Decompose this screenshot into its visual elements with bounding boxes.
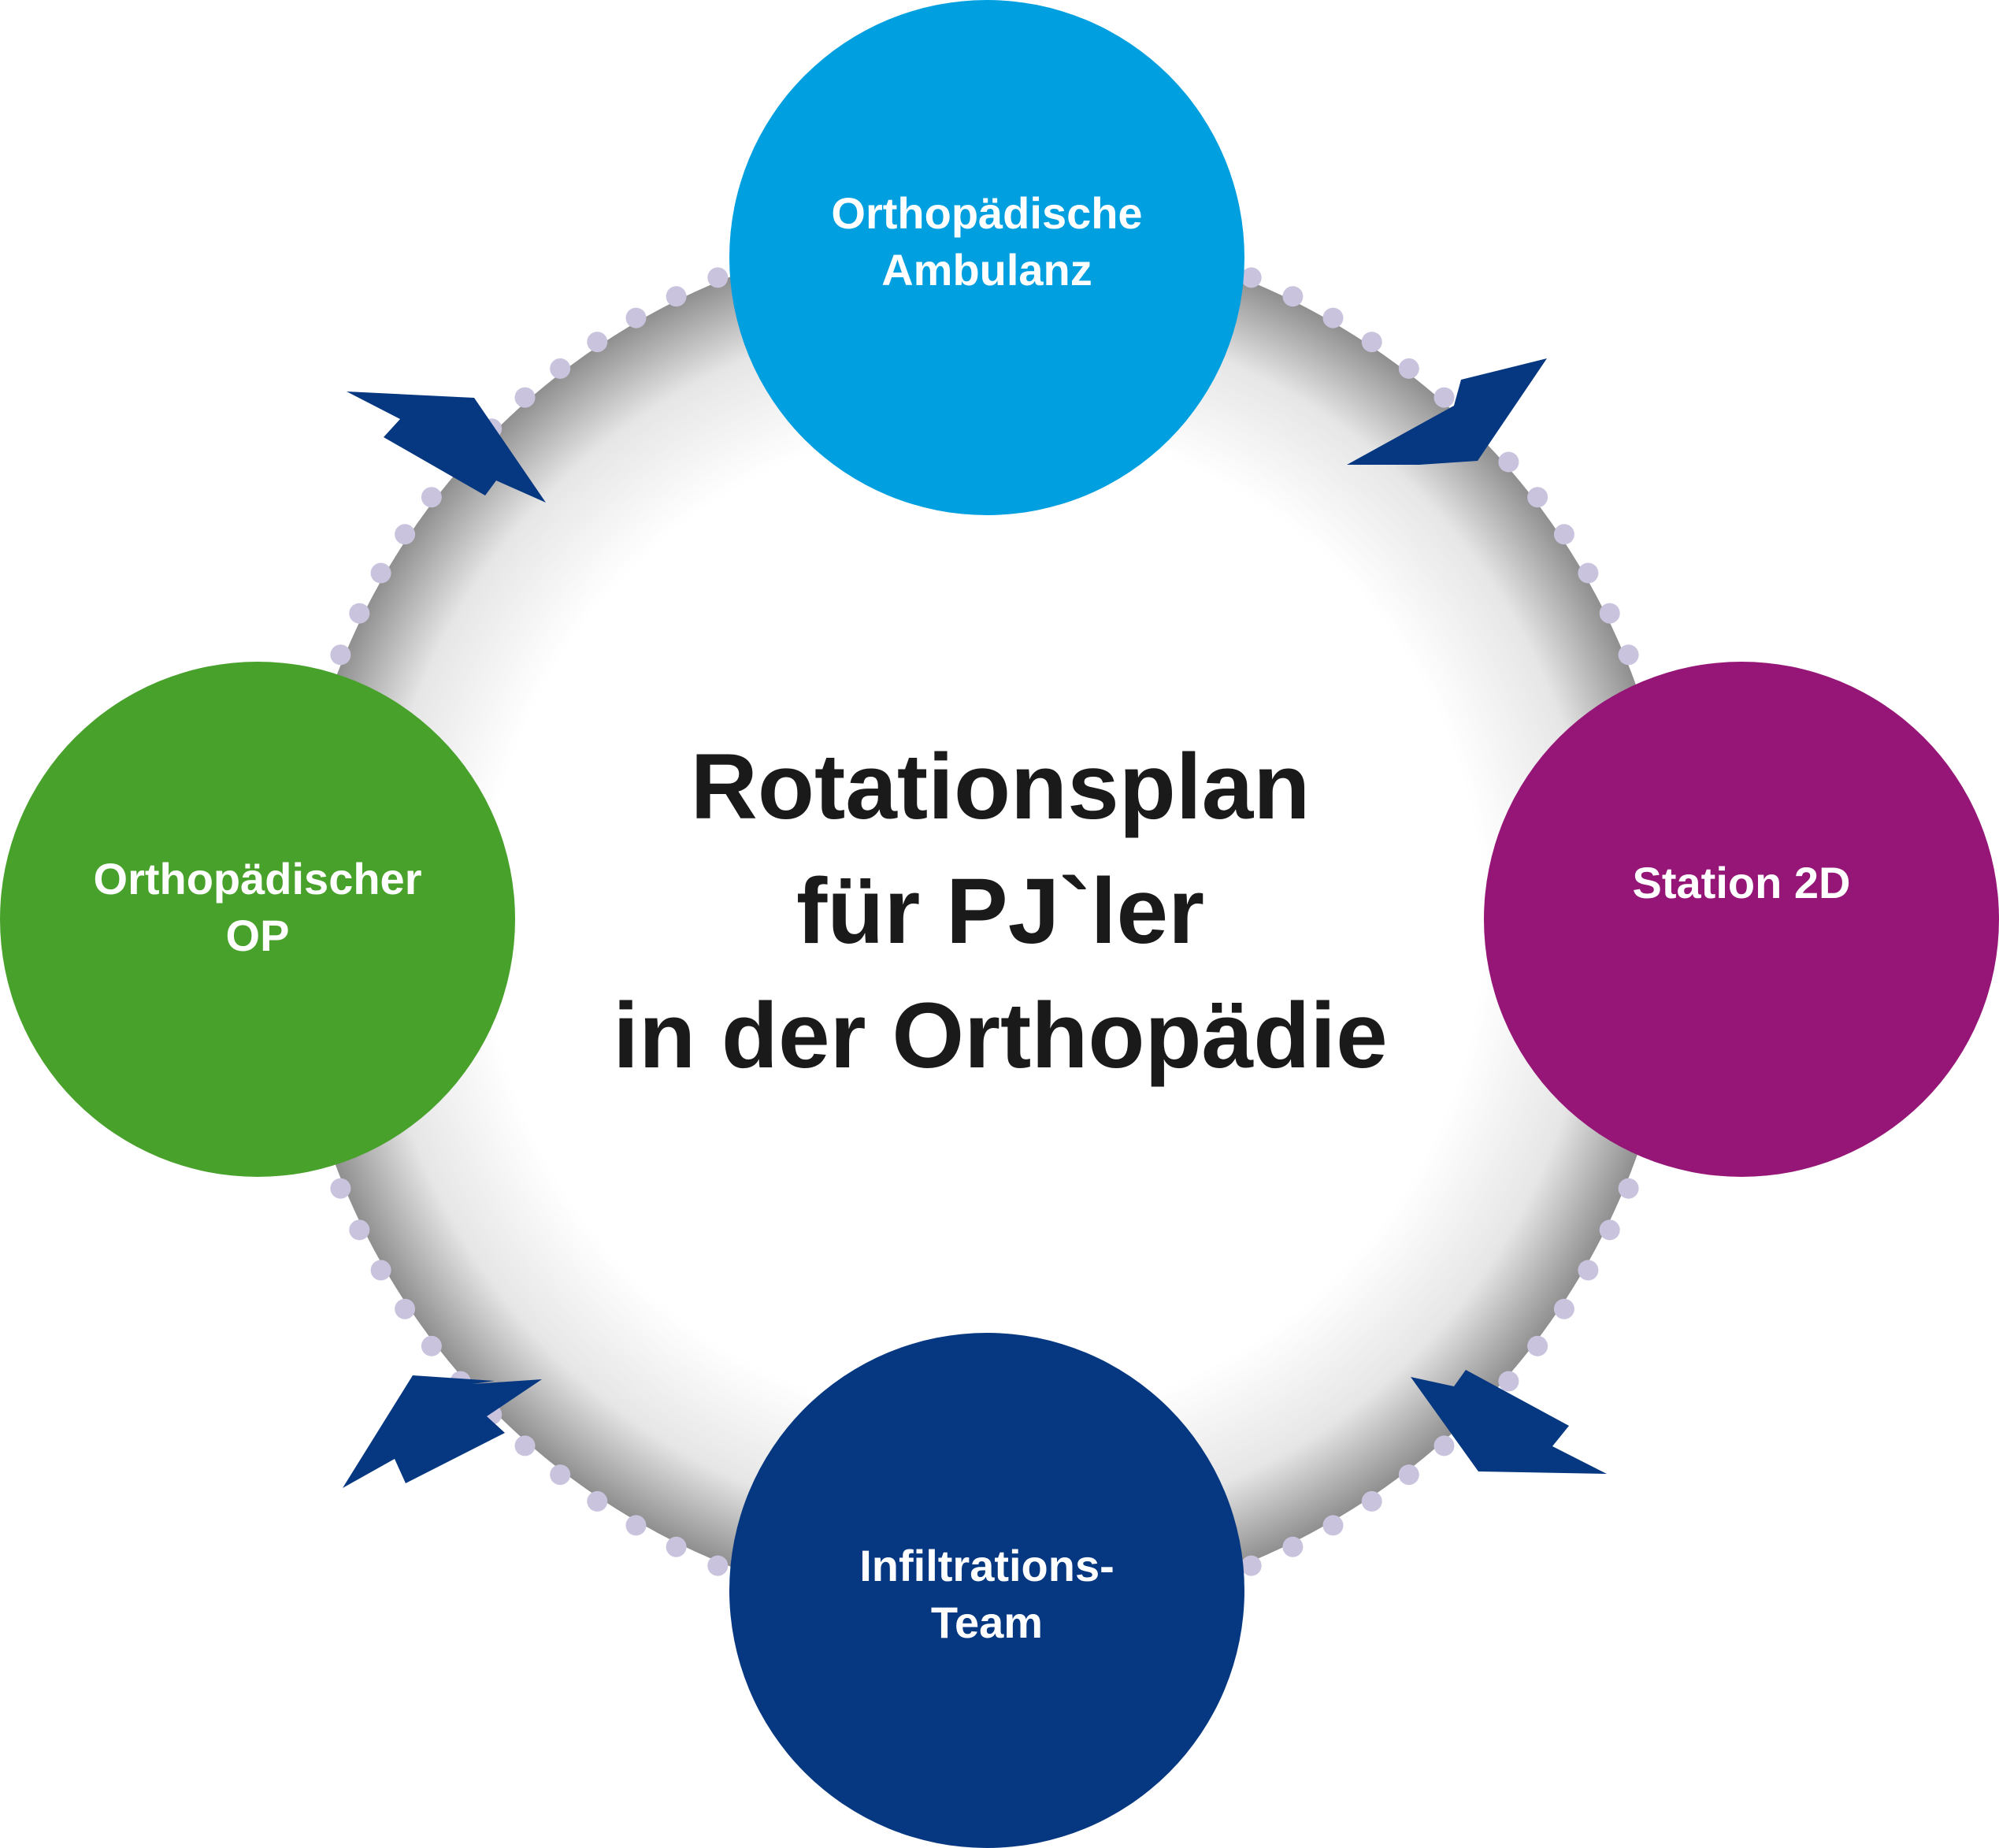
node-station-2d: Station 2D [1484,662,1999,1177]
ring-dot [421,1335,442,1356]
ring-dot [587,332,608,353]
arrow-down-right-icon [1347,358,1547,465]
arrow-down-left-icon [1411,1370,1607,1474]
arrow-up-right-icon [343,1375,542,1488]
ring-dot [370,1260,391,1281]
ring-dot [330,644,351,666]
ring-dot [514,387,536,408]
center-disc [291,228,1678,1615]
ring-dot [395,524,416,545]
ring-dot [1282,1536,1304,1557]
ring-dot [1498,1371,1519,1392]
ring-dot [370,562,391,584]
node-label-line: Team [930,1598,1044,1647]
ring-dot [349,603,370,624]
ring-dot [550,1464,571,1486]
ring-dot [1527,1335,1548,1356]
ring-dot [707,267,729,288]
ring-dot [1599,1219,1620,1241]
ring-dot [1553,524,1574,545]
ring-dot [1433,387,1455,408]
ring-dot [1553,1298,1574,1319]
node-label-line: Orthopädischer [93,854,422,904]
title-line-1: Rotationsplan [690,735,1311,839]
title-line-2: für PJ`ler [796,859,1205,963]
arrow-up-left-icon [347,391,546,503]
ring-dot [421,487,442,508]
ring-dot [1578,562,1599,584]
ring-dot [1527,487,1548,508]
node-label-line: Infiltrations- [859,1541,1114,1590]
ring-dot [395,1298,416,1319]
node-orthopaedische-ambulanz: Orthopädische Ambulanz [729,0,1244,515]
ring-dot [1618,644,1639,666]
ring-dot [349,1219,370,1241]
ring-dot [587,1490,608,1512]
ring-dot [1282,286,1304,307]
title-line-3: in der Orthopädie [613,984,1388,1088]
ring-dot [1322,1515,1344,1536]
ring-dot [625,1515,647,1536]
ring-dot [707,1555,729,1576]
ring-dot [1361,332,1382,353]
ring-dot [330,1178,351,1199]
ring-dot [1398,358,1419,379]
ring-dot [1322,307,1344,328]
ring-dot [1599,603,1620,624]
ring-dot [1241,1555,1262,1576]
ring-dot [1361,1490,1382,1512]
ring-dot [550,358,571,379]
ring-dot [1433,1435,1455,1457]
ring-dot [625,307,647,328]
ring-dot [1398,1464,1419,1486]
ring-dot [514,1435,536,1457]
ring-dot [1618,1178,1639,1199]
ring-dot [1578,1260,1599,1281]
node-orthopaedischer-op: Orthopädischer OP [0,662,515,1177]
node-label-line: Ambulanz [881,245,1092,295]
node-label-line: Orthopädische [831,188,1143,238]
node-label-line: Station 2D [1632,858,1851,907]
node-label-line: OP [225,911,290,960]
diagram-title: Rotationsplan für PJ`ler in der Orthopäd… [449,725,1552,1098]
ring-dot [666,286,687,307]
ring-dot [1241,267,1262,288]
node-infiltrations-team: Infiltrations- Team [729,1333,1244,1848]
ring-dot [666,1536,687,1557]
ring-dot [1498,451,1519,473]
